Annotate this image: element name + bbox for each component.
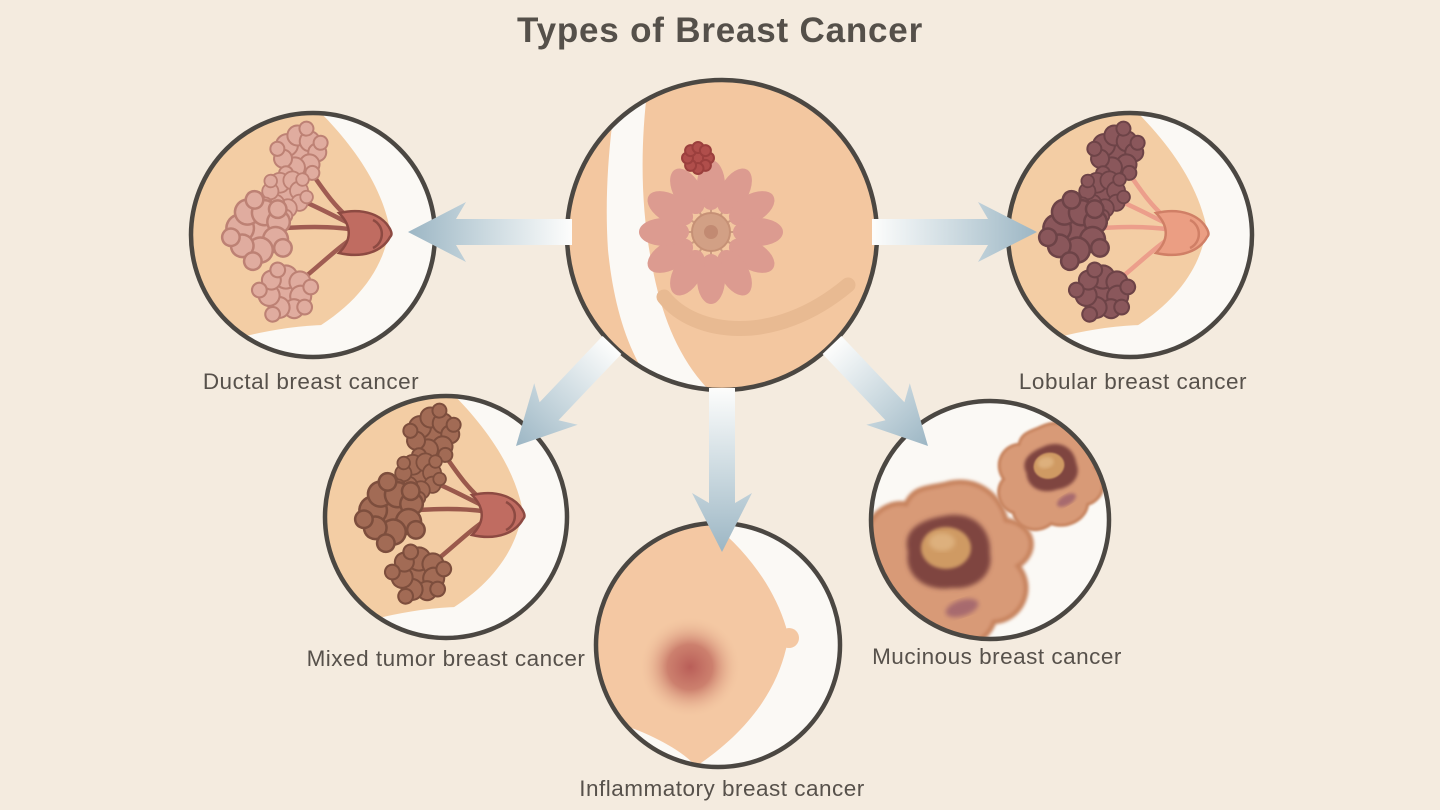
inflammatory-illustration [596,523,840,767]
mucinous-circle-border [868,398,1112,642]
ductal-illustration [191,113,435,357]
arrow-to-mucinous [822,336,928,446]
nipple [779,628,799,648]
lobular-circle [1005,110,1255,360]
mucinous-circle [868,398,1112,642]
inflamed-patch [640,617,740,717]
arrow-to-ductal [408,202,572,262]
body-contour-highlight [606,80,714,390]
inflammatory-circle [593,520,843,770]
mucinous-illustration [871,401,1109,639]
mucinous-label: Mucinous breast cancer [872,644,1122,669]
nipple [704,225,718,239]
central-breast-circle [564,77,880,393]
central-breast-illustration [567,80,877,390]
lobular-label: Lobular breast cancer [1019,369,1247,394]
tumor-lump [681,141,715,175]
ductal-label: Ductal breast cancer [203,369,419,394]
page-title: Types of Breast Cancer [517,11,923,50]
mixed-tumor-label: Mixed tumor breast cancer [307,646,586,671]
under-breast-crease [656,277,856,336]
mammary-gland-flower [639,160,783,304]
arrow-to-lobular [872,202,1037,262]
inflammatory-label: Inflammatory breast cancer [579,776,865,801]
arrow-to-inflammatory [692,388,752,552]
mixed-tumor-circle-border [322,393,570,641]
ductal-circle [188,110,438,360]
arrow-to-mixed-tumor [516,336,622,446]
